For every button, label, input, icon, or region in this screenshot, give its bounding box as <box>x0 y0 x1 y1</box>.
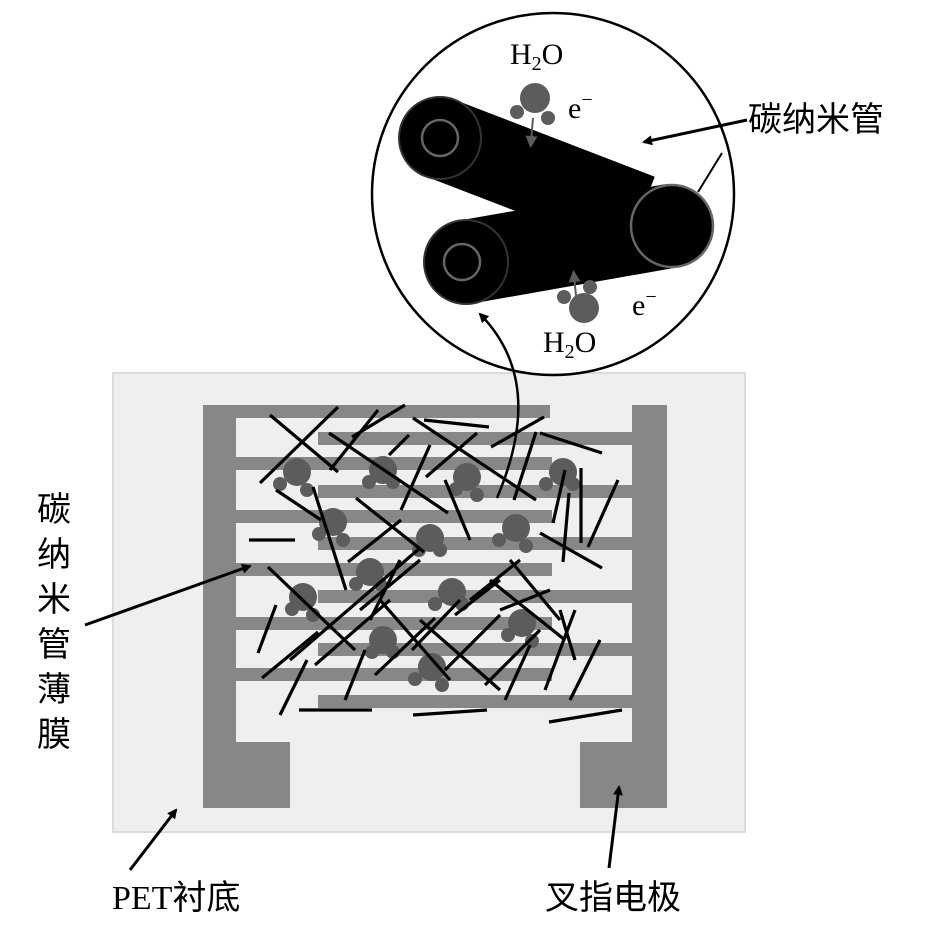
carbon-nanotube-strand <box>423 418 490 429</box>
carbon-nanotube-strand <box>313 598 392 667</box>
carbon-nanotube-strand <box>373 616 437 677</box>
h2o-top-h: H <box>510 38 532 71</box>
carbon-nanotube-strand <box>454 578 501 617</box>
carbon-nanotube-strand <box>489 578 566 642</box>
left-electrode-finger <box>236 617 552 630</box>
carbon-nanotube-strand <box>539 531 603 570</box>
water-molecule <box>285 583 320 622</box>
film-label-char: 米 <box>37 582 71 619</box>
carbon-nanotube-strand <box>469 558 521 602</box>
carbon-nanotube-strand <box>443 479 472 541</box>
carbon-nanotube-strand <box>347 518 402 564</box>
carbon-nanotube-strand <box>512 431 538 501</box>
cnt-film-label: 碳 纳 米 管 薄 膜 <box>34 488 74 758</box>
carbon-nanotube-strand <box>268 413 340 474</box>
electron-top-e: e <box>568 92 582 125</box>
magnify-curved-arrow <box>478 312 520 499</box>
film-label-char: 膜 <box>37 717 71 754</box>
carbon-nanotube-strand <box>387 433 411 457</box>
carbon-nanotube-strand <box>378 598 452 682</box>
cnt-label-arrow <box>642 118 748 146</box>
carbon-nanotube-strand <box>483 628 542 687</box>
carbon-nanotube-strand <box>539 431 603 455</box>
h2o-bottom-o: O <box>574 326 597 359</box>
carbon-nanotube-strand <box>275 488 322 522</box>
right-electrode-pad <box>580 742 667 808</box>
carbon-nanotube-strand <box>258 405 340 485</box>
electron-bottom-sign: − <box>645 286 657 308</box>
carbon-nanotube-strand <box>508 558 562 622</box>
carbon-nanotube-strand <box>561 492 571 563</box>
interdigitated-electrodes <box>203 405 667 808</box>
carbon-nanotube-strand <box>343 649 367 701</box>
carbon-nanotube-strand <box>278 659 309 716</box>
film-label-char: 薄 <box>37 672 71 709</box>
carbon-nanotube-strand <box>358 558 422 612</box>
electron-label-bottom: e− <box>632 287 657 321</box>
carbon-nanotube-strand <box>548 708 623 724</box>
water-molecule <box>492 514 533 553</box>
h2o-bottom-sub: 2 <box>564 341 575 363</box>
carbon-nanotube-strand <box>311 486 348 591</box>
electron-bottom-e: e <box>632 289 646 322</box>
carbon-nanotube-strand <box>328 409 380 471</box>
left-electrode-pad <box>203 742 290 808</box>
carbon-nanotube-strand <box>551 469 567 524</box>
film-label-char: 纳 <box>37 537 71 574</box>
carbon-nanotube-strand <box>368 559 402 621</box>
carbon-nanotube-strand <box>412 708 488 717</box>
electron-top-sign: − <box>581 89 593 111</box>
film-label-arrow <box>84 563 252 627</box>
h2o-label-top: H2O <box>510 38 564 75</box>
carbon-nanotube-strand <box>260 630 320 680</box>
carbon-nanotube-strand <box>256 604 278 654</box>
carbon-nanotube-strand <box>266 565 357 652</box>
film-label-char: 碳 <box>37 492 71 529</box>
water-molecule <box>449 463 484 502</box>
carbon-nanotube-strand <box>586 479 620 548</box>
water-molecule <box>428 578 469 611</box>
nanotube-lower <box>423 183 715 305</box>
electron-label-top: e− <box>568 90 593 124</box>
carbon-nanotube-strand <box>443 613 502 672</box>
carbon-nanotube-strand <box>412 416 537 502</box>
cnt-film <box>249 403 623 724</box>
carbon-nanotube-strand <box>568 639 602 701</box>
right-electrode-bar <box>632 405 667 808</box>
nanotube-tail <box>697 152 723 193</box>
carbon-nanotube-strand <box>399 444 432 511</box>
water-molecule <box>408 653 449 692</box>
carbon-nanotube-strand <box>424 431 479 479</box>
cnt-label: 碳纳米管 <box>748 102 884 139</box>
electrode-label-arrow <box>607 785 623 869</box>
right-electrode-finger <box>318 432 632 445</box>
left-electrode-finger <box>236 668 552 681</box>
pet-label-arrow <box>128 808 178 871</box>
h2o-top-o: O <box>541 38 564 71</box>
carbon-nanotube-strand <box>355 496 425 554</box>
carbon-nanotube-strand <box>410 598 462 652</box>
water-molecule <box>273 458 314 497</box>
h2o-top-sub: 2 <box>531 53 542 75</box>
film-label-char: 管 <box>37 627 71 664</box>
carbon-nanotube-strand <box>503 644 532 701</box>
left-electrode-finger <box>236 510 552 523</box>
carbon-nanotube-strand <box>543 609 577 691</box>
h2o-label-bottom: H2O <box>543 326 597 363</box>
carbon-nanotube-strand <box>499 588 551 612</box>
water-molecule-top <box>510 83 555 148</box>
carbon-nanotube-strand <box>558 609 577 661</box>
left-electrode-bar <box>203 405 236 808</box>
right-electrode-finger <box>318 695 632 708</box>
electrode-label: 叉指电极 <box>545 880 681 917</box>
h2o-bottom-h: H <box>543 326 565 359</box>
water-molecule-bottom <box>557 270 599 323</box>
pet-substrate-label: PET衬底 <box>112 880 241 917</box>
